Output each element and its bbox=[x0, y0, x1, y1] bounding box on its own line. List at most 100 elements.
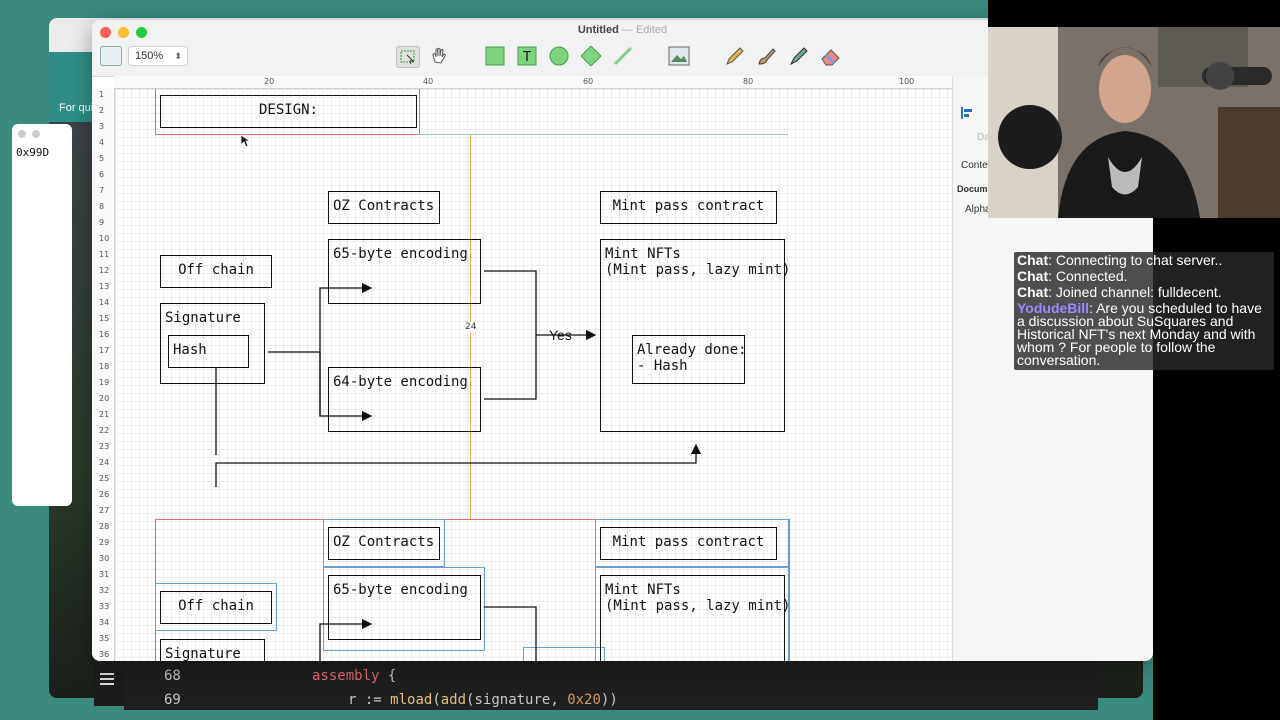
sidebar-toggle-icon[interactable] bbox=[100, 46, 122, 66]
ruler-label: 33 bbox=[99, 602, 110, 611]
pen-tool-icon[interactable] bbox=[788, 46, 810, 66]
ruler-label: 23 bbox=[99, 442, 110, 451]
already-done-label: Already done: - Hash bbox=[637, 342, 747, 374]
ruler-label: 20 bbox=[264, 77, 275, 86]
vertical-ruler bbox=[92, 88, 115, 661]
ruler-label: 3 bbox=[99, 122, 105, 131]
ruler-label: 22 bbox=[99, 426, 110, 435]
line-number: 69 bbox=[164, 692, 181, 708]
code-text: r := bbox=[348, 692, 391, 708]
edited-status: Edited bbox=[635, 24, 668, 36]
window-title: Untitled — Edited bbox=[577, 24, 668, 36]
ruler-label: 14 bbox=[99, 298, 110, 307]
selection-frame bbox=[323, 519, 445, 567]
ruler-label: 1 bbox=[99, 90, 105, 99]
code-text: (signature, bbox=[466, 692, 568, 708]
selection-frame bbox=[595, 567, 789, 661]
mint-pass-contract-box[interactable]: Mint pass contract bbox=[600, 191, 777, 224]
code-editor[interactable]: 68 assembly { 69 r := mload(add(signatur… bbox=[94, 660, 1098, 710]
image-tool-icon[interactable] bbox=[668, 46, 690, 66]
selection-frame bbox=[155, 89, 420, 135]
enc65-copy-box[interactable]: 65-byte encoding bbox=[328, 575, 481, 640]
enc65-label: 65-byte encoding bbox=[333, 246, 468, 262]
ruler-label: 15 bbox=[99, 314, 110, 323]
off-chain-label: Off chain bbox=[178, 262, 254, 278]
mouse-cursor-icon bbox=[240, 134, 250, 148]
already-done-box[interactable]: Already done: - Hash bbox=[632, 335, 747, 384]
oz-contracts-copy-label: OZ Contracts bbox=[333, 534, 435, 550]
selection-frame bbox=[523, 647, 605, 661]
circle-tool-icon[interactable] bbox=[548, 46, 570, 66]
inspector-item: Da bbox=[977, 132, 990, 143]
mint-nfts-box[interactable]: Mint NFTs (Mint pass, lazy mint) bbox=[600, 239, 790, 432]
mint-nfts-copy-box[interactable]: Mint NFTs (Mint pass, lazy mint) bbox=[600, 575, 790, 661]
brush-tool-icon[interactable] bbox=[756, 46, 778, 66]
ruler-label: 19 bbox=[99, 378, 110, 387]
chat-message: : Connecting to chat server.. bbox=[1048, 252, 1223, 268]
inspector-item[interactable]: Alpha bbox=[965, 204, 991, 215]
code-text: )) bbox=[600, 692, 618, 708]
selection-tool-icon[interactable] bbox=[396, 46, 420, 68]
oz-contracts-label: OZ Contracts bbox=[333, 198, 435, 214]
ruler-label: 60 bbox=[583, 77, 594, 86]
ruler-label: 7 bbox=[99, 186, 105, 195]
zoom-value: 150% bbox=[135, 50, 164, 62]
minimize-window-button[interactable] bbox=[118, 27, 129, 38]
rectangle-tool-icon[interactable] bbox=[484, 46, 506, 66]
chat-message: : Connected. bbox=[1048, 268, 1128, 284]
mint-nfts-copy-label: Mint NFTs (Mint pass, lazy mint) bbox=[605, 582, 791, 614]
mint-nfts-label: Mint NFTs (Mint pass, lazy mint) bbox=[605, 246, 791, 278]
hand-tool-icon[interactable] bbox=[428, 46, 450, 66]
hash-box[interactable]: Hash bbox=[168, 335, 249, 368]
drawing-app-window: Untitled — Edited 150% ⬍ T 20 40 60 80 1… bbox=[92, 20, 1153, 661]
enc65-box[interactable]: 65-byte encoding bbox=[328, 239, 481, 304]
align-left-icon[interactable] bbox=[961, 104, 973, 119]
close-window-button[interactable] bbox=[100, 27, 111, 38]
svg-text:T: T bbox=[522, 50, 531, 65]
document-name: Untitled bbox=[577, 24, 619, 36]
background-banner-text: For qui bbox=[59, 102, 94, 114]
hamburger-menu-icon[interactable] bbox=[96, 672, 118, 686]
code-number: 0x20 bbox=[567, 692, 601, 708]
diamond-tool-icon[interactable] bbox=[580, 45, 602, 67]
off-chain-box[interactable]: Off chain bbox=[160, 255, 272, 288]
drawing-canvas[interactable]: 24 DESIGN: OZ Contracts Mint pass contra… bbox=[115, 89, 952, 661]
small-window-address-text: 0x99D bbox=[16, 146, 50, 159]
inspector-heading: Docum bbox=[957, 184, 988, 194]
ruler-label: 18 bbox=[99, 362, 110, 371]
ruler-label: 35 bbox=[99, 634, 110, 643]
zoom-window-button[interactable] bbox=[136, 27, 147, 38]
arrow-to-enc64 bbox=[319, 352, 373, 422]
mint-pass-contract-copy-label: Mint pass contract bbox=[612, 534, 765, 550]
ruler-label: 32 bbox=[99, 586, 110, 595]
design-box[interactable]: DESIGN: bbox=[160, 95, 417, 128]
ruler-label: 27 bbox=[99, 506, 110, 515]
ruler-label: 10 bbox=[99, 234, 110, 243]
stream-black-area bbox=[988, 0, 1280, 27]
ruler-label: 25 bbox=[99, 474, 110, 483]
mint-pass-contract-copy-box[interactable]: Mint pass contract bbox=[600, 527, 777, 560]
inspector-tab[interactable]: Conte bbox=[961, 160, 988, 171]
off-chain-copy-box[interactable]: Off chain bbox=[160, 591, 272, 624]
text-tool-icon[interactable]: T bbox=[516, 46, 538, 66]
signature-box[interactable]: Signature bbox=[160, 303, 265, 384]
code-text: ( bbox=[432, 692, 441, 708]
chat-message: : Are you scheduled to have a discussion… bbox=[1017, 300, 1262, 368]
zoom-select[interactable]: 150% ⬍ bbox=[128, 46, 188, 66]
ruler-label: 36 bbox=[99, 650, 110, 659]
oz-contracts-box[interactable]: OZ Contracts bbox=[328, 191, 440, 224]
ruler-label: 31 bbox=[99, 570, 110, 579]
ruler-label: 24 bbox=[99, 458, 110, 467]
small-window-dot bbox=[18, 130, 26, 138]
eraser-tool-icon[interactable] bbox=[820, 46, 842, 66]
selection-frame bbox=[595, 519, 789, 567]
guide-line bbox=[418, 134, 788, 135]
small-window-dot bbox=[32, 130, 40, 138]
oz-contracts-copy-box[interactable]: OZ Contracts bbox=[328, 527, 440, 560]
mint-pass-contract-label: Mint pass contract bbox=[612, 198, 765, 214]
signature-copy-box[interactable]: Signature bbox=[160, 639, 265, 661]
enc64-box[interactable]: 64-byte encoding bbox=[328, 367, 481, 432]
pencil-tool-icon[interactable] bbox=[724, 46, 746, 66]
line-tool-icon[interactable] bbox=[612, 46, 634, 66]
